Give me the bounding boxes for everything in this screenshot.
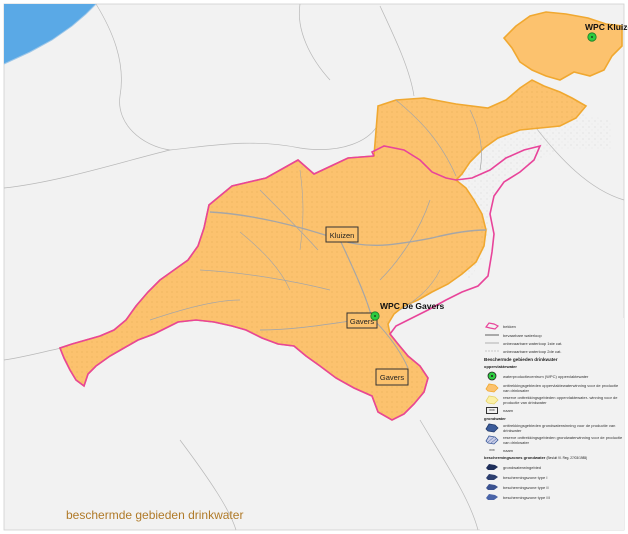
legend: bekken bevaarbare waterloop onbevaarbare…: [484, 322, 624, 503]
legend-label: beschermingszone type I: [503, 474, 548, 480]
map-title: beschermde gebieden drinkwater: [66, 508, 244, 522]
legend-label: reserve onttrekkingsgebieden oppervlakte…: [503, 395, 618, 405]
name-box-icon: xxx: [484, 407, 500, 414]
svg-text:Gavers: Gavers: [350, 317, 374, 326]
legend-item-type3: beschermingszone type III: [484, 493, 624, 501]
waterloop-line-icon: [484, 333, 500, 337]
name-text-icon: xxx: [489, 447, 495, 452]
legend-label: onbevaarbare waterloop 2de cat.: [503, 348, 562, 354]
legend-label: bekken: [503, 323, 516, 329]
zone-type3-icon: [484, 493, 500, 501]
legend-item-wingebied: grondwaterwingebied: [484, 463, 624, 471]
legend-item-bekken: bekken: [484, 322, 624, 330]
label-gavers-box-lower: Gavers: [375, 368, 409, 386]
wpc-de-gavers-label: WPC De Gavers: [380, 301, 445, 311]
wpc-kluizen-marker[interactable]: [587, 32, 597, 42]
zone-type1-icon: [484, 473, 500, 481]
wpc-de-gavers-marker[interactable]: [370, 311, 380, 321]
waterloop-line-icon: [484, 341, 500, 345]
legend-label: beschermingszone type III: [503, 494, 550, 500]
legend-item-type2: beschermingszone type II: [484, 483, 624, 491]
legend-item-zone: onttrekkingsgebieden oppervlaktewaterwin…: [484, 383, 624, 393]
legend-section-title: Beschermde gebieden drinkwater: [484, 357, 558, 362]
legend-background: [480, 318, 624, 530]
legend-item-wpc: waterproductiecentrum (WPC) oppervlaktew…: [484, 371, 624, 381]
basin-boundary: [58, 144, 542, 421]
sea-area: [4, 4, 96, 64]
grondwaterwingebied-icon: [484, 463, 500, 471]
label-kluizen-box: Kluizen: [325, 226, 359, 243]
legend-grondwater-title: grondwater: [484, 416, 506, 421]
legend-item-onbevaarbaar-1: onbevaarbare waterloop 1ste cat.: [484, 340, 624, 346]
legend-item-ground-zone: onttrekkingsgebieden grondwaterwinning v…: [484, 423, 624, 433]
legend-item-onbevaarbaar-2: onbevaarbare waterloop 2de cat.: [484, 348, 624, 354]
label-gavers-box-upper: Gavers: [346, 312, 378, 329]
legend-item-bevaarbaar: bevaarbare waterloop: [484, 332, 624, 338]
legend-item-reserve-ground: reserve onttrekkingsgebieden grondwaterw…: [484, 435, 624, 445]
svg-text:Gavers: Gavers: [380, 373, 404, 382]
legend-item-reserve-zone: reserve onttrekkingsgebieden oppervlakte…: [484, 395, 624, 405]
svg-text:Kluizen: Kluizen: [330, 231, 355, 240]
zone-fill-icon: [484, 383, 500, 393]
legend-label: onttrekkingsgebieden grondwaterwinning v…: [503, 423, 616, 433]
bekken-icon: [484, 322, 500, 330]
legend-label: naam: [503, 408, 514, 413]
legend-zones-title: beschermingszones grondwater (Besluit Vl…: [484, 455, 588, 460]
reserve-zone-icon: [484, 395, 500, 405]
reserve-ground-icon: [484, 435, 500, 445]
legend-label: bevaarbare waterloop: [503, 332, 542, 338]
legend-oppervlaktewater-title: oppervlaktewater: [484, 364, 517, 369]
legend-item-naam-box: xxx naam: [484, 407, 624, 414]
legend-label: grondwaterwingebied: [503, 464, 542, 470]
protected-zone-kluizen: [502, 11, 623, 81]
wpc-kluizen-label: WPC Kluizen: [585, 22, 628, 32]
wpc-icon: [484, 371, 500, 381]
legend-label: reserve onttrekkingsgebieden grondwaterw…: [503, 435, 623, 445]
legend-label: onbevaarbare waterloop 1ste cat.: [503, 340, 563, 346]
legend-item-type1: beschermingszone type I: [484, 473, 624, 481]
legend-label: naam: [503, 447, 514, 453]
legend-item-naam-text: xxx naam: [484, 447, 624, 453]
legend-label: waterproductiecentrum (WPC) oppervlaktew…: [503, 373, 589, 379]
zone-type2-icon: [484, 483, 500, 491]
admin-boundaries: [3, 3, 625, 531]
legend-label: onttrekkingsgebieden oppervlaktewaterwin…: [503, 383, 619, 393]
legend-label: beschermingszone type II: [503, 484, 549, 490]
waterloop-line-icon: [484, 349, 500, 353]
ground-zone-icon: [484, 423, 500, 433]
